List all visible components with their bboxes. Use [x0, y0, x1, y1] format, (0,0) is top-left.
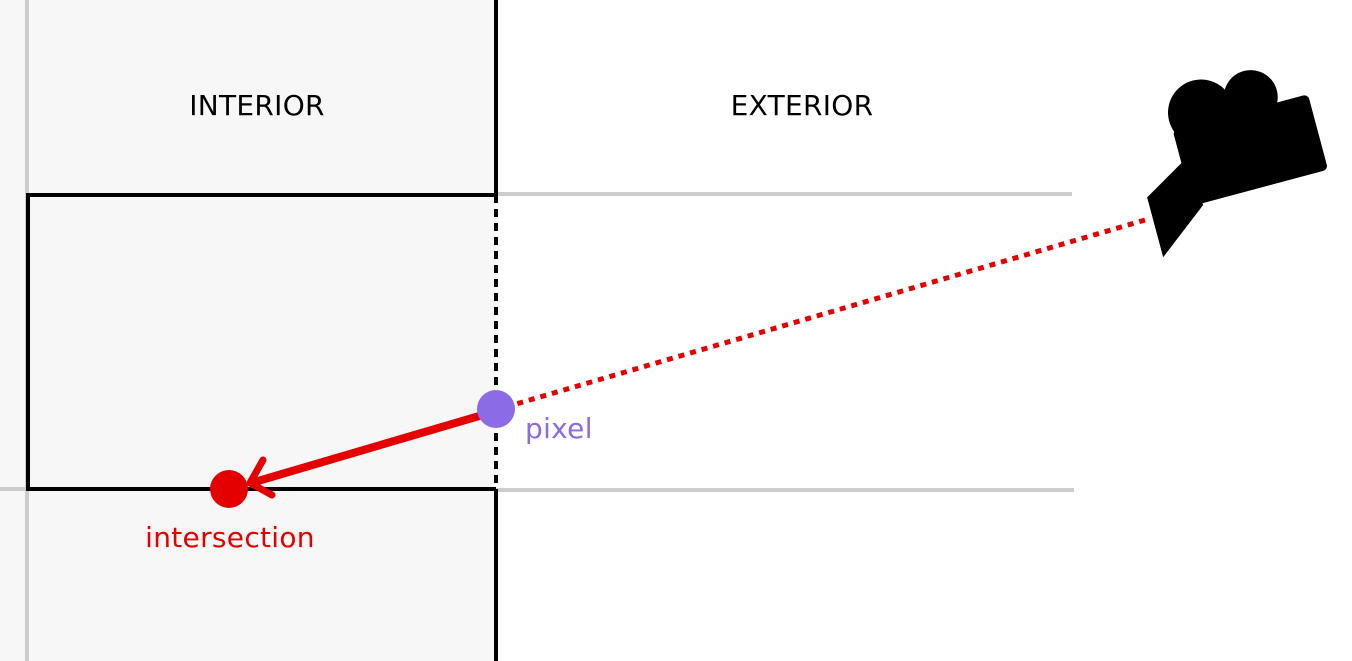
intersection-point: [210, 470, 248, 508]
movie-camera-icon: [1147, 70, 1327, 258]
view-ray-dotted: [515, 217, 1146, 407]
exterior-label: EXTERIOR: [731, 89, 874, 122]
interior-ray: [254, 410, 490, 485]
intersection-label: intersection: [145, 521, 315, 554]
pixel-point: [477, 390, 515, 428]
interior-ray-arrowhead: [246, 456, 276, 499]
interior-region: [0, 0, 496, 661]
pixel-label: pixel: [525, 412, 593, 445]
interior-label: INTERIOR: [189, 89, 325, 122]
